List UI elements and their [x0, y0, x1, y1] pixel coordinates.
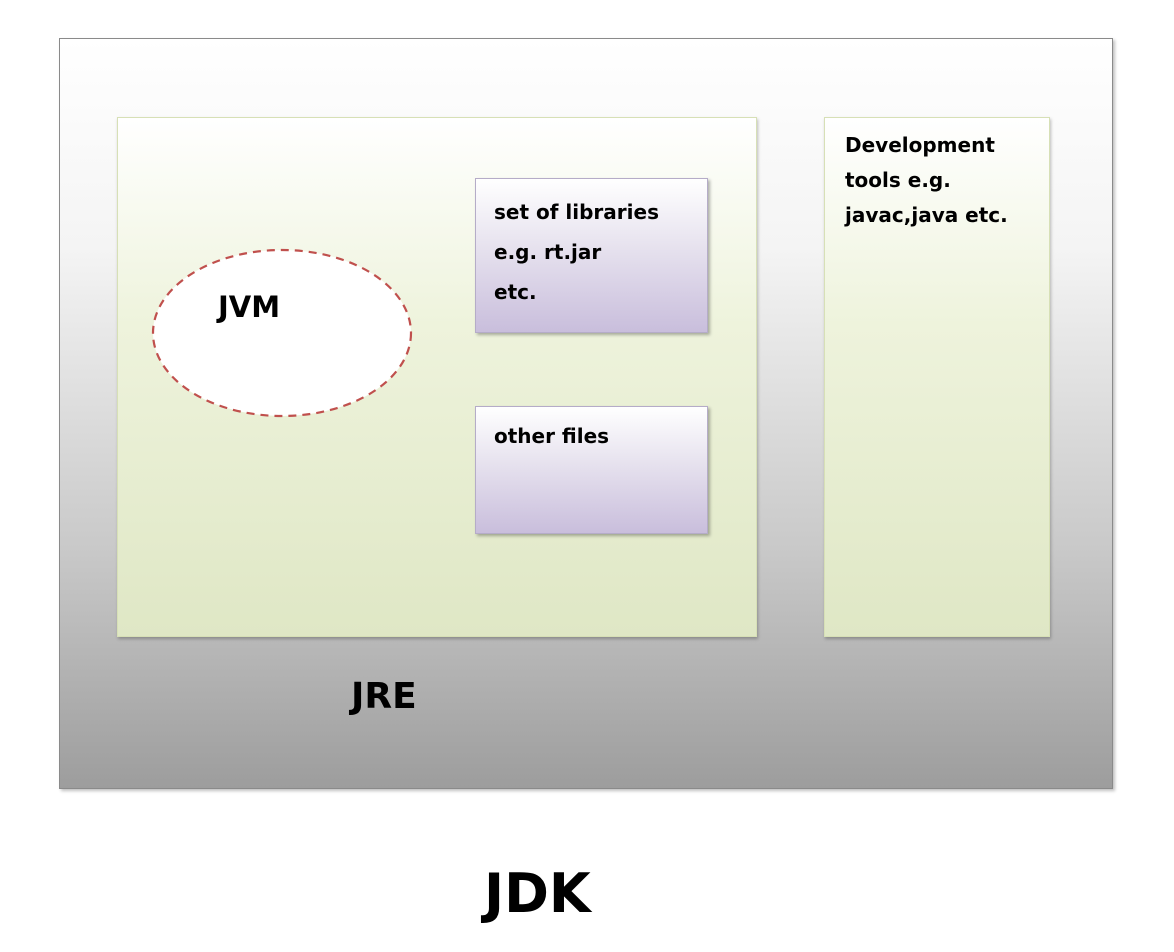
jvm-ellipse	[151, 248, 413, 418]
development-tools-text: Development tools e.g. javac,java etc.	[845, 133, 1008, 227]
jdk-label: JDK	[484, 862, 591, 925]
jvm-ellipse-shape	[151, 248, 413, 418]
libraries-text: set of libraries e.g. rt.jar etc.	[494, 200, 659, 304]
jre-label: JRE	[351, 676, 417, 717]
other-files-text: other files	[494, 424, 610, 448]
development-tools-box	[824, 117, 1050, 637]
other-files-box	[475, 406, 708, 534]
libraries-box	[475, 178, 708, 333]
jvm-label: JVM	[218, 290, 281, 324]
